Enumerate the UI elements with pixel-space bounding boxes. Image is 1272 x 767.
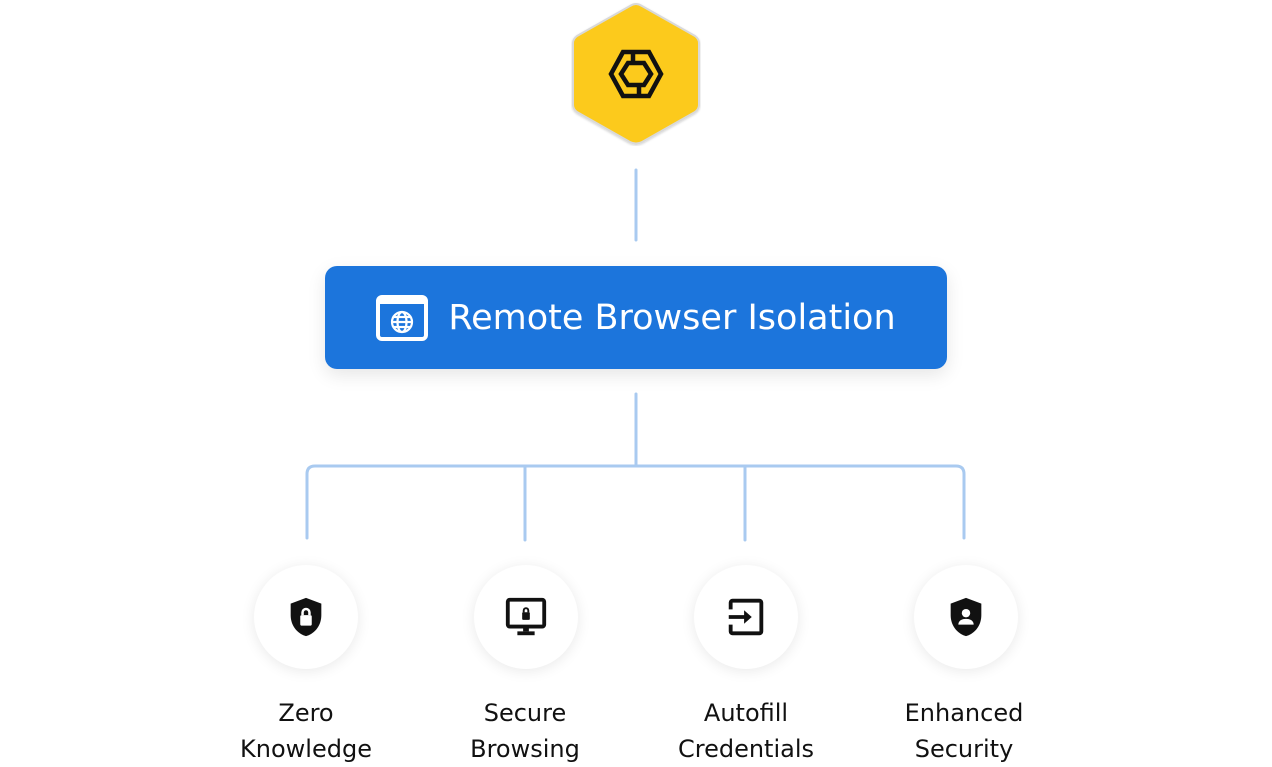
shield-user-icon	[950, 597, 982, 637]
remote-browser-isolation-node[interactable]: Remote Browser Isolation	[325, 266, 947, 369]
feature-label-enhanced-security: Enhanced Security	[904, 699, 1024, 763]
shield-lock-icon	[290, 597, 322, 637]
feature-zero-knowledge[interactable]	[254, 565, 358, 669]
feature-autofill-credentials[interactable]	[694, 565, 798, 669]
hexagon-chain-logo-icon	[572, 2, 700, 145]
connector-branch-horizontal	[305, 464, 966, 540]
monitor-lock-icon	[505, 597, 547, 636]
main-node-label: Remote Browser Isolation	[448, 297, 896, 338]
logo-hexagon	[571, 2, 701, 146]
feature-label-secure-browsing: Secure Browsing	[470, 699, 580, 763]
feature-secure-browsing[interactable]	[474, 565, 578, 669]
browser-globe-icon	[376, 294, 429, 341]
feature-label-zero-knowledge: Zero Knowledge	[240, 699, 372, 763]
feature-enhanced-security[interactable]	[914, 565, 1018, 669]
feature-label-autofill-credentials: Autofill Credentials	[677, 699, 815, 763]
login-arrow-icon	[728, 598, 764, 636]
